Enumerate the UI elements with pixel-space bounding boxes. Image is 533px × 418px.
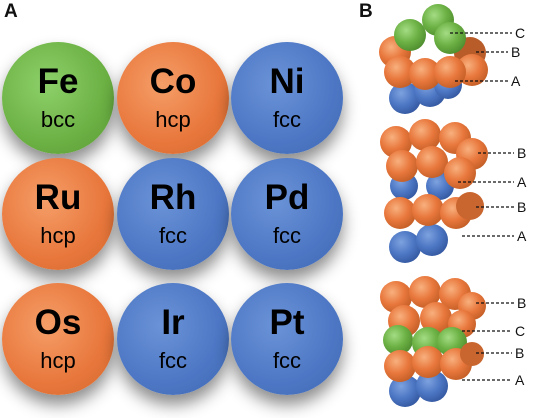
crystal-structure: fcc [158,223,188,248]
crystal-structure: bcc [40,107,76,132]
stack-1-layer-1: C [515,25,525,41]
element-symbol: Pd [264,178,310,217]
element-circle-ru: Ru hcp [2,158,114,270]
stack-1-layer-2: B [511,44,520,60]
element-circle-fe: Fe bcc [2,42,114,154]
panel-a-label: A [4,1,18,22]
element-symbol: Rh [149,178,197,217]
stack-2-layer-4: A [517,228,527,244]
element-symbol: Co [149,62,197,101]
crystal-structure: hcp [155,107,191,132]
panel-b-label: B [359,1,373,22]
stack-2-layer-3: B [517,199,526,215]
stack-labels-3 [462,302,514,381]
element-circle-rh: Rh fcc [117,158,229,270]
stack-3-layer-2: C [515,323,525,339]
stack-3-layer-1: B [517,295,526,311]
element-symbol: Os [34,303,82,342]
crystal-structure: fcc [272,348,302,373]
crystal-structure: fcc [158,348,188,373]
element-circle-pd: Pd fcc [231,158,343,270]
stack-1-layer-3: A [511,73,521,89]
element-symbol: Ru [34,178,82,217]
element-circle-co: Co hcp [117,42,229,154]
stack-labels-1 [450,32,512,82]
crystal-structure: hcp [40,348,76,373]
element-circle-pt: Pt fcc [231,283,343,395]
crystal-structure: fcc [272,107,302,132]
stack-2-layer-2: A [517,174,527,190]
stack-cluster-1 [379,4,488,114]
stack-3-layer-4: A [515,372,525,388]
element-circle-os: Os hcp [2,283,114,395]
element-symbol: Fe [37,62,79,101]
element-symbol: Ir [161,303,185,342]
crystal-structure: hcp [40,223,76,248]
stack-2-layer-1: B [517,145,526,161]
stack-labels-2 [458,152,514,237]
stack-cluster-3 [380,276,486,407]
element-symbol: Ni [269,62,305,101]
element-circle-ni: Ni fcc [231,42,343,154]
stack-3-layer-3: B [515,345,524,361]
element-symbol: Pt [269,303,305,342]
stack-cluster-2 [380,119,488,263]
element-circle-ir: Ir fcc [117,283,229,395]
crystal-structure: fcc [272,223,302,248]
